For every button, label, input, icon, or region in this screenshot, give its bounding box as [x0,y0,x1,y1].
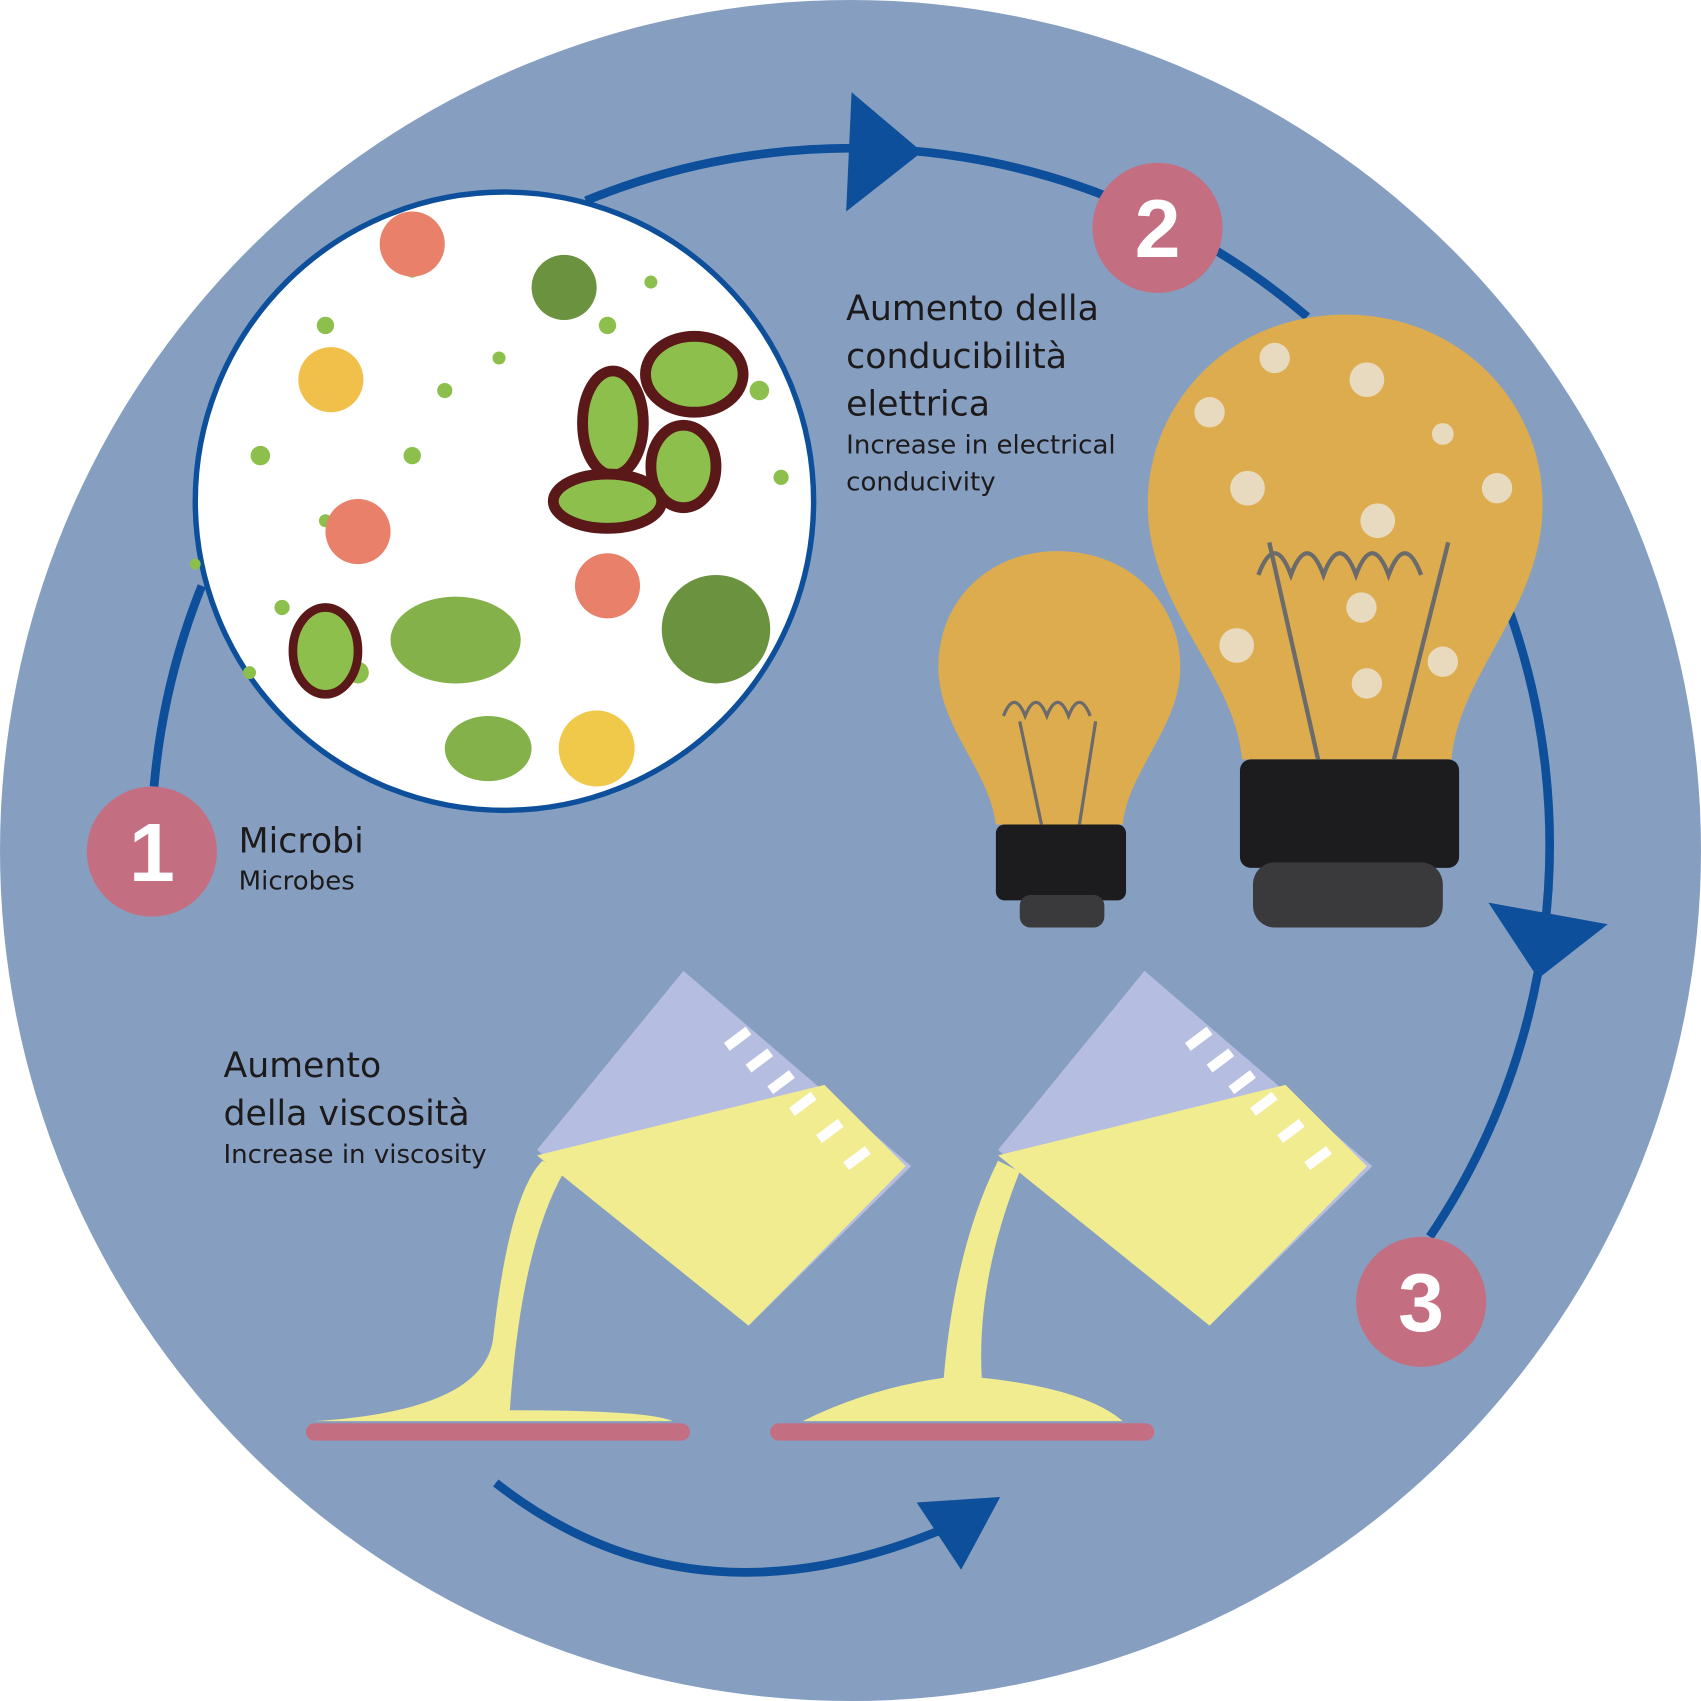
arc-left [149,584,206,787]
step-2-title-en-line-2: conducivity [846,467,995,497]
step-1-title-en: Microbes [239,867,355,897]
step-2-title-it-line-2: conducibilità [846,337,1067,377]
step-1-title-it: Microbi [239,822,364,862]
step-2-title-it-line-1: Aumento della [846,289,1099,329]
step-3-badge: 3 [1356,1236,1487,1367]
step-3-number: 3 [1398,1257,1444,1349]
step-1-badge: 1 [86,786,217,917]
arrowhead-bottom-icon [916,1497,1001,1570]
step-3-title-it-line-2: della viscosità [223,1094,469,1134]
step-3-title-it-line-1: Aumento [223,1046,381,1086]
microbes-illustration [189,189,817,814]
step-2-title-en-line-1: Increase in electrical [846,430,1116,460]
step-3-title-en: Increase in viscosity [223,1140,486,1170]
step-2-number: 2 [1135,183,1181,275]
arc-bottom [493,1479,957,1577]
step-2-title-it-line-3: elettrica [846,384,990,424]
small-lightbulb-icon [938,551,1181,928]
step-1-number: 1 [129,807,175,899]
step-2-badge: 2 [1092,162,1223,293]
arrowhead-right-icon [1488,902,1608,979]
large-lightbulb-icon [1147,314,1543,928]
beaker-pouring-thin-liquid-icon [305,970,912,1441]
arrowhead-top-icon [846,92,923,212]
beaker-pouring-viscous-liquid-icon [770,970,1373,1441]
